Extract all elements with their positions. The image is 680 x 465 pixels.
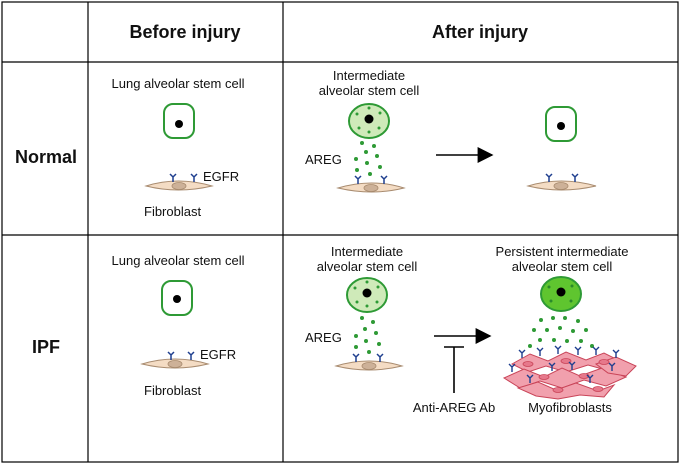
label-persistent-line1: Persistent intermediate bbox=[495, 244, 629, 259]
label-myofibroblasts: Myofibroblasts bbox=[528, 400, 612, 415]
myofibroblast-receptors bbox=[508, 345, 620, 383]
antibody-inhibition-bar bbox=[444, 346, 464, 393]
fibroblast-normal-after-right bbox=[526, 173, 597, 191]
intermediate-cell-ipf bbox=[346, 277, 388, 313]
label-ipf-intermediate-line2: alveolar stem cell bbox=[316, 259, 418, 274]
label-ipf-areg: AREG bbox=[305, 330, 342, 345]
intermediate-cell-normal bbox=[348, 103, 390, 139]
label-normal-fibroblast: Fibroblast bbox=[144, 204, 202, 219]
header-before-injury: Before injury bbox=[129, 22, 241, 42]
label-anti-areg-antibody: Anti-AREG Ab bbox=[412, 400, 496, 415]
row-label-ipf: IPF bbox=[31, 337, 61, 357]
stem-cell-normal-after bbox=[545, 106, 577, 142]
myofibroblast-nuclei bbox=[522, 358, 610, 393]
label-normal-intermediate-line1: Intermediate bbox=[332, 68, 406, 83]
persistent-cell-ipf bbox=[540, 276, 582, 312]
fibroblast-normal-before bbox=[144, 173, 214, 191]
label-normal-egfr: EGFR bbox=[203, 169, 240, 184]
fibroblast-ipf-after bbox=[334, 353, 404, 371]
label-ipf-fibroblast: Fibroblast bbox=[144, 383, 202, 398]
areg-dots-persistent bbox=[528, 316, 594, 348]
areg-dots-ipf bbox=[354, 316, 381, 354]
header-after-injury: After injury bbox=[431, 22, 529, 42]
areg-dots-normal bbox=[354, 141, 382, 176]
fibroblast-normal-after-left bbox=[336, 175, 406, 193]
row-label-normal: Normal bbox=[14, 147, 78, 167]
label-normal-intermediate-line2: alveolar stem cell bbox=[318, 83, 420, 98]
stem-cell-ipf-before bbox=[161, 280, 193, 316]
label-ipf-egfr: EGFR bbox=[200, 347, 237, 362]
stem-cell-normal-before bbox=[163, 103, 195, 139]
label-normal-areg: AREG bbox=[305, 152, 342, 167]
label-ipf-stem-cell: Lung alveolar stem cell bbox=[111, 253, 245, 268]
label-persistent-line2: alveolar stem cell bbox=[511, 259, 613, 274]
label-normal-stem-cell: Lung alveolar stem cell bbox=[111, 76, 245, 91]
fibroblast-ipf-before bbox=[140, 351, 210, 369]
label-ipf-intermediate-line1: Intermediate bbox=[330, 244, 404, 259]
